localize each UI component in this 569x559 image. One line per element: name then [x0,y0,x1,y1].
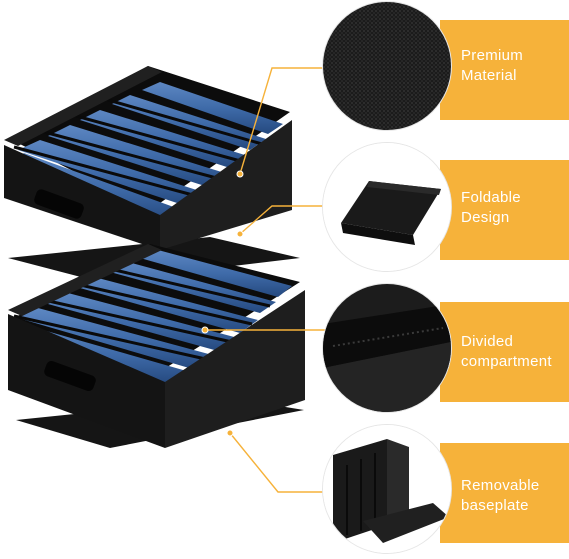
bottom-organizer-dividers [13,266,271,362]
top-organizer-dividers [13,98,263,200]
baseplate-icon [323,425,451,553]
feature-label-material: Premium Material [461,46,523,86]
feature-label-divided: Divided compartment [461,332,552,372]
clothing-roll [142,82,283,134]
feature-label-baseplate: Removable baseplate [461,476,540,516]
feature-label-line: Removable [461,477,540,494]
feature-panel-divided [440,302,569,402]
feature-label-line: baseplate [461,497,529,514]
clothing-roll [140,250,292,297]
feature-label-foldable: Foldable Design [461,188,521,228]
leader-line-material [239,67,330,175]
bottom-organizer-rim [8,244,162,316]
top-organizer [4,66,300,282]
feature-label-line: compartment [461,353,552,370]
top-organizer-rim [4,66,162,146]
bottom-organizer-handle [44,360,96,392]
top-organizer-handle [34,189,84,219]
feature-label-line: Premium [461,47,524,64]
folded-box-icon [323,143,451,271]
leader-line-baseplate [229,432,330,493]
leader-dot [201,326,209,334]
fabric-texture-icon [323,2,451,130]
leader-lines [201,67,330,493]
feature-label-line: Foldable [461,189,521,206]
feature-panel-baseplate [440,443,569,543]
feature-panel-material [440,20,569,120]
feature-label-line: Material [461,67,517,84]
divider-wall-icon [323,284,451,412]
top-organizer-front-wall [4,145,160,250]
feature-label-line: Design [461,209,510,226]
bottom-organizer [8,244,305,448]
feature-panel-foldable [440,160,569,260]
feature-label-line: Divided [461,333,514,350]
leader-dot [236,170,244,178]
leader-line-foldable [239,205,330,235]
leader-dot [236,230,244,238]
leader-dot [226,429,234,437]
